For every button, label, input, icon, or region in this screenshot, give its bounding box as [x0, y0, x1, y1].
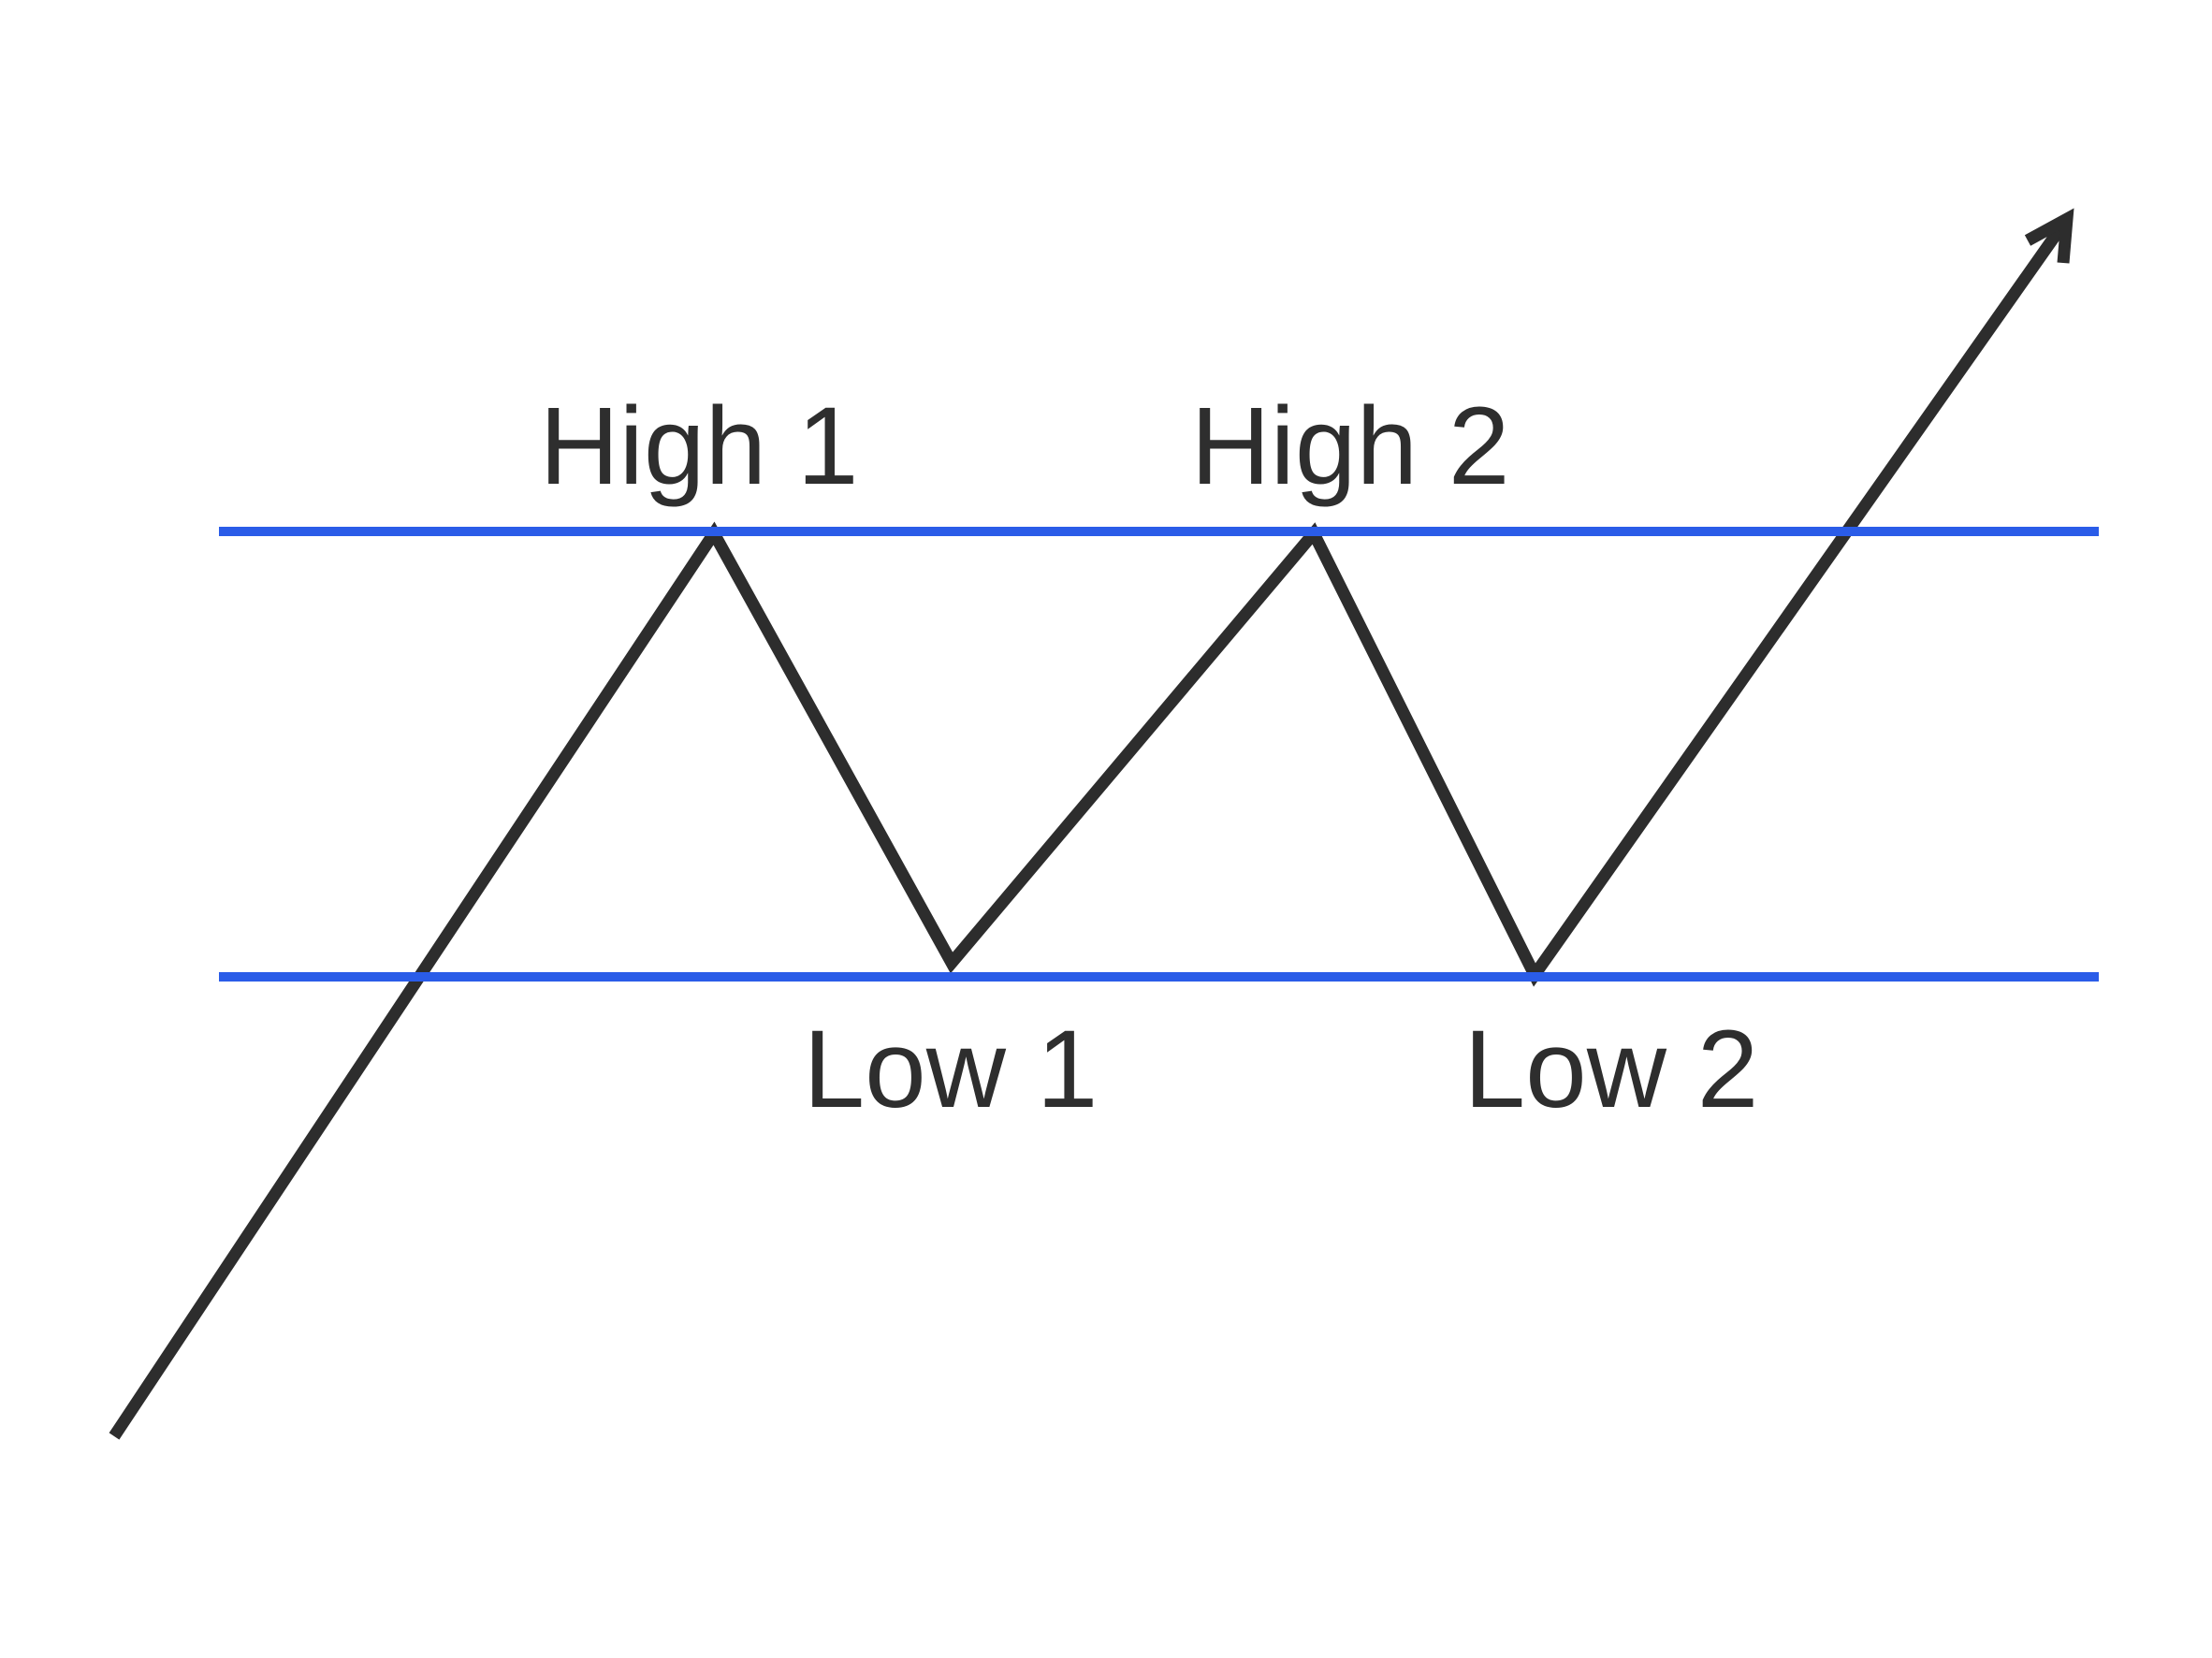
label-high-1: High 1	[539, 385, 858, 508]
label-high-2: High 2	[1190, 385, 1509, 508]
label-low-1: Low 1	[804, 1008, 1099, 1131]
breakout-arrowhead-icon	[2024, 208, 2074, 264]
label-low-2: Low 2	[1464, 1008, 1759, 1131]
labels: High 1 High 2 Low 1 Low 2	[539, 385, 1758, 1131]
price-action	[109, 208, 2074, 1440]
price-path-line	[109, 215, 2073, 1440]
levels	[219, 527, 2099, 982]
